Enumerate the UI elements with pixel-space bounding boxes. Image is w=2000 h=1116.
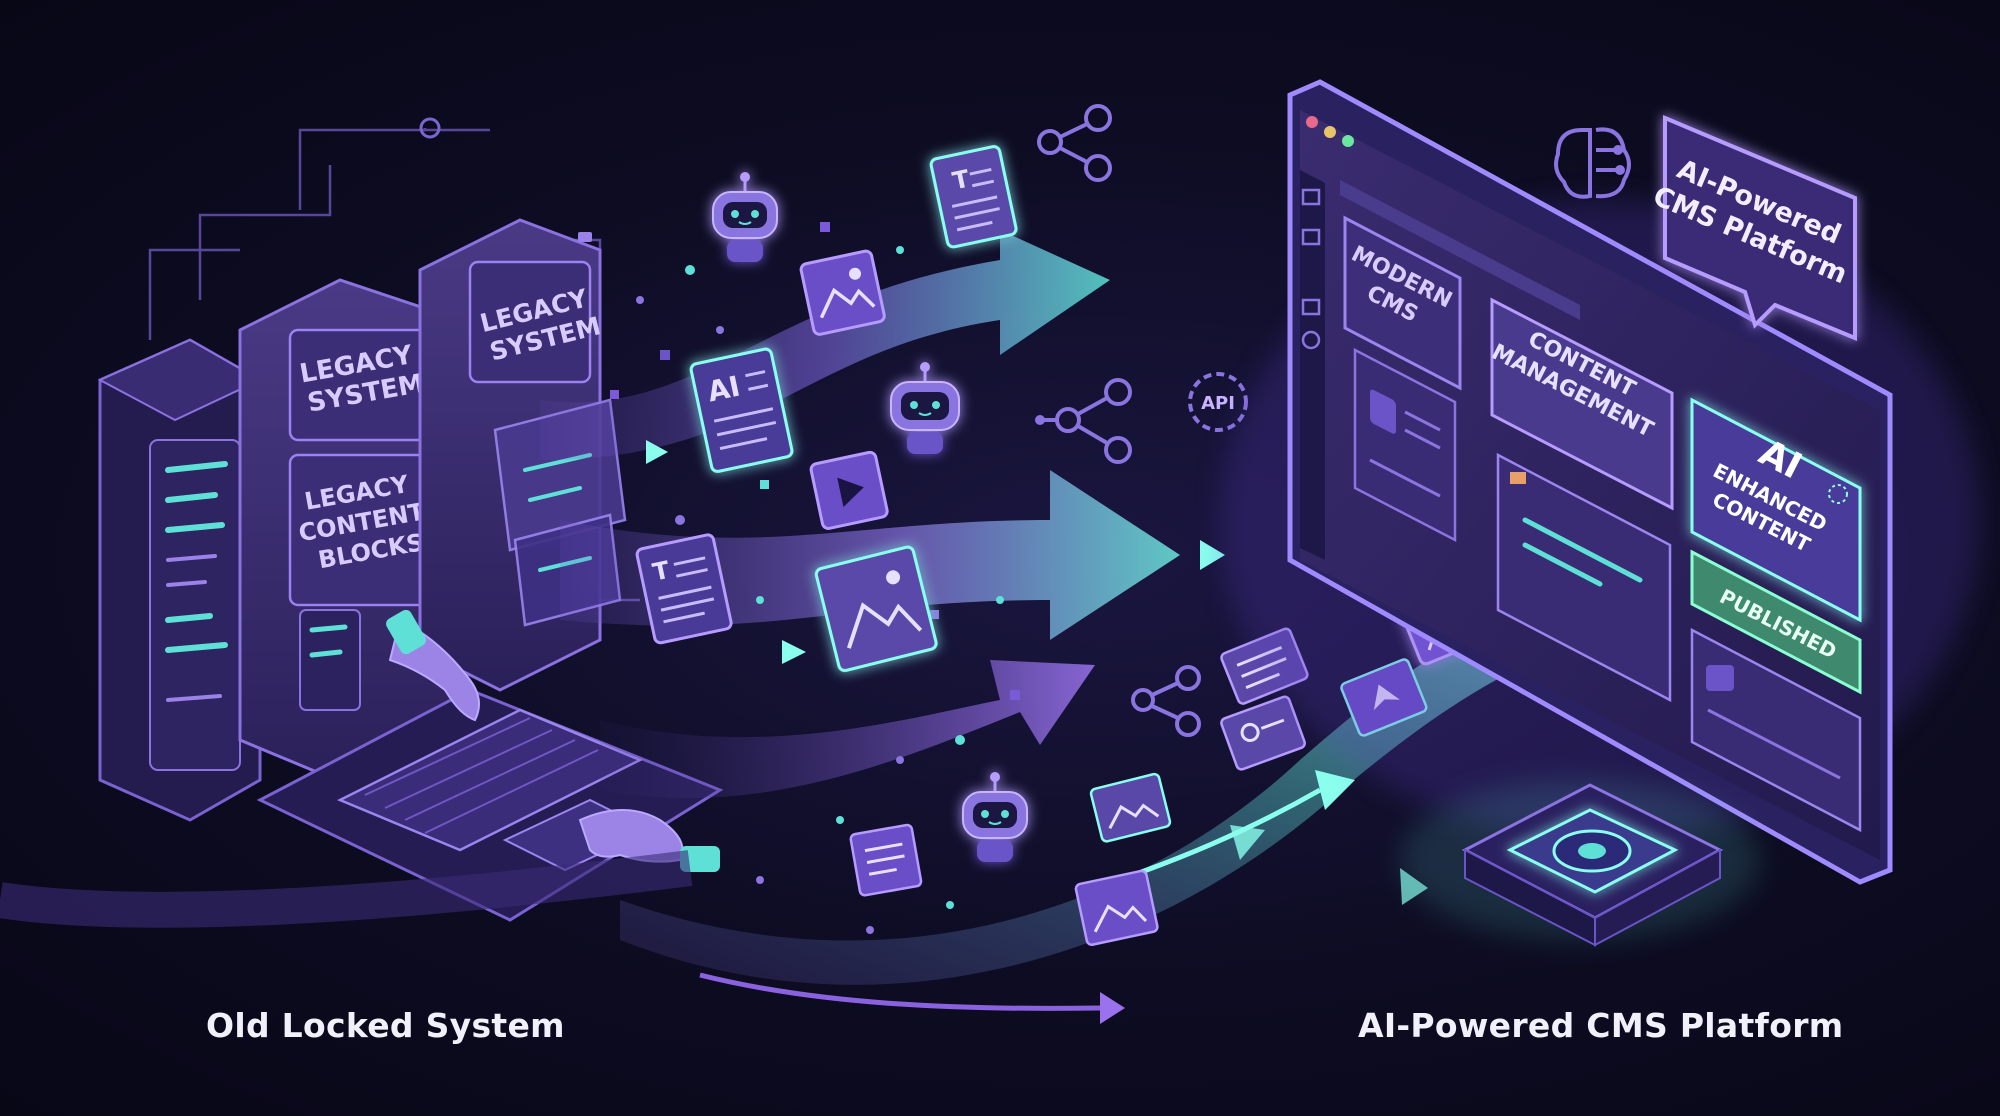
circuit-node: [419, 117, 441, 139]
document-icon: T: [929, 145, 1018, 249]
caption-ai-powered-cms: AI-Powered CMS Platform: [1358, 1006, 1844, 1045]
video-play-icon: [809, 450, 889, 530]
document-icon: T: [635, 533, 733, 645]
robots: [712, 172, 1028, 862]
share-network-icons: [1037, 104, 1201, 737]
robot-icon: [962, 772, 1028, 862]
document-icon: [849, 823, 923, 897]
share-network-icon: [1131, 665, 1201, 737]
image-icon: [1220, 695, 1306, 771]
robot-icon: [712, 172, 778, 262]
brain-circuit-icon: [1554, 127, 1631, 199]
image-icon: [1074, 869, 1159, 946]
image-icon: [799, 249, 886, 336]
robot-icon: [890, 362, 960, 454]
platform-base-device: [1400, 780, 1760, 947]
api-label: API: [1201, 393, 1235, 414]
arrow-icon: [540, 230, 1110, 460]
document-icon: AI: [689, 347, 794, 473]
arrow-icon: [600, 660, 1095, 799]
caption-old-locked-system: Old Locked System: [206, 1006, 565, 1045]
cms-monitor: MODERN CMS CONTENT MANAGEMENT AI ENHANCE…: [1220, 79, 1980, 885]
api-gear-badge: API: [1188, 372, 1248, 432]
image-icon: [1089, 772, 1172, 843]
doc-ai-label: AI: [705, 370, 743, 409]
share-network-icon: [1037, 104, 1112, 182]
share-network-icon: [1040, 378, 1132, 464]
home-icon: [1301, 188, 1321, 206]
published-badge: [1690, 549, 1862, 695]
particles: [610, 222, 1045, 934]
image-icon: [814, 545, 938, 673]
doc-text-label: T: [950, 164, 972, 195]
svg-text:T: T: [650, 556, 672, 587]
